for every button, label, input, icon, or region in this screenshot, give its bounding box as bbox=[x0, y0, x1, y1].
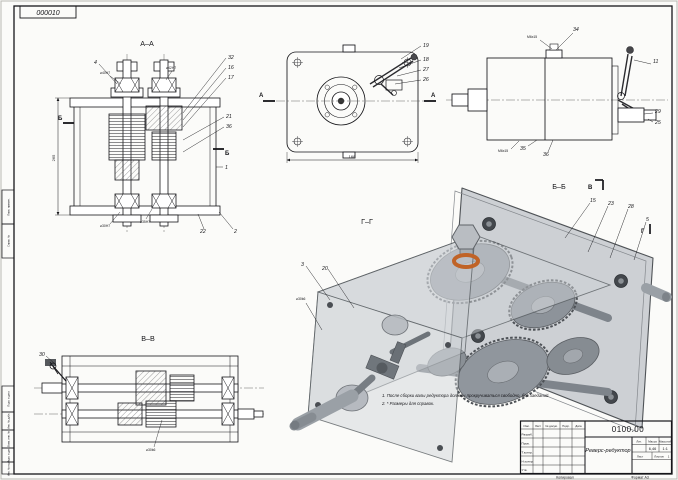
callout-16: 16 bbox=[228, 65, 234, 71]
callout-27: 27 bbox=[422, 67, 430, 73]
callout-25: 25 bbox=[654, 120, 661, 126]
output-shaft-front bbox=[289, 389, 359, 431]
section-a-right: А bbox=[431, 93, 436, 99]
tb-designation: 0100.00 bbox=[612, 425, 644, 434]
margin-label-invdubl: Инв. № дубл. bbox=[7, 413, 11, 429]
dim-shaft-iso: ⌀30k6 bbox=[296, 297, 306, 301]
view-isometric: Б–Б В Г–Г Г 15 23 28 5 3 20 ⌀30k6 bbox=[289, 179, 672, 463]
dim-shaft-vv: ⌀30k6 bbox=[146, 448, 156, 452]
margin-label-perv: Перв. примен. bbox=[7, 198, 11, 216]
callout-2: 2 bbox=[233, 229, 237, 235]
tb-sheets-header: Листов bbox=[654, 455, 664, 459]
margin-label-podp1: Подп. и дата bbox=[7, 391, 11, 407]
callout-35: 35 bbox=[520, 146, 526, 152]
note-line-2: 2. * Размеры для справок. bbox=[381, 401, 434, 406]
callout-20: 20 bbox=[321, 266, 328, 272]
callout-30: 30 bbox=[39, 352, 45, 358]
inventory-stamp: 000010 bbox=[36, 10, 59, 17]
callout-11: 11 bbox=[653, 59, 658, 65]
tb-row-prov: Пров. bbox=[522, 442, 530, 446]
tb-h-list: Лист bbox=[535, 424, 542, 428]
tb-lit-header: Лит. bbox=[636, 440, 642, 444]
tb-row-tkontr: Т.контр. bbox=[522, 451, 533, 455]
view-section-vv: В–В 30 ⌀30k6 bbox=[34, 334, 264, 452]
note-line-1: 1. После сборки валы редуктора должны пр… bbox=[382, 393, 550, 398]
tb-h-data: Дата bbox=[575, 424, 582, 428]
margin-label-vzam: Взам. инв. № bbox=[7, 431, 11, 447]
universal-joint-fork bbox=[348, 331, 431, 400]
view-bb-title: Б–Б bbox=[552, 182, 566, 191]
callout-17: 17 bbox=[228, 75, 235, 81]
callout-36: 36 bbox=[226, 124, 232, 130]
tb-h-doc: № докум. bbox=[545, 424, 558, 428]
callout-4: 4 bbox=[94, 60, 97, 66]
view-aa-title: А–А bbox=[140, 39, 154, 48]
margin-label-sprav: Справ. № bbox=[7, 235, 11, 247]
callout-5: 5 bbox=[646, 217, 649, 223]
dim-overall-height: 265 bbox=[51, 154, 56, 161]
callout-21: 21 bbox=[225, 114, 232, 120]
dim-flange-width: 168 bbox=[349, 154, 356, 159]
breather-plug bbox=[451, 224, 481, 269]
view-section-aa: А–А bbox=[51, 39, 237, 235]
tb-row-nkontr: Н.контр. bbox=[522, 460, 534, 464]
copper-ring bbox=[452, 253, 480, 269]
tb-row-utv: Утв. bbox=[522, 468, 528, 472]
technical-notes: 1. После сборки валы редуктора должны пр… bbox=[381, 393, 550, 406]
title-block: 0100.00 Реверс-редуктор Изм. Лист № доку… bbox=[519, 420, 673, 480]
copied-label: Копировал bbox=[556, 476, 574, 480]
section-b-right: Б bbox=[225, 151, 230, 157]
callout-29: 29 bbox=[654, 109, 661, 115]
view-gg-title: Г–Г bbox=[361, 217, 373, 226]
tb-part-name: Реверс-редуктор bbox=[585, 448, 630, 454]
dim-fit-2: ⌀42H7 bbox=[166, 66, 176, 70]
callout-36b: 36 bbox=[543, 152, 549, 158]
callout-1: 1 bbox=[225, 165, 228, 171]
callout-15: 15 bbox=[590, 198, 596, 204]
shaft-stub-rear bbox=[641, 283, 672, 302]
callout-34: 34 bbox=[573, 27, 579, 33]
tb-h-podp: Подп. bbox=[562, 424, 570, 428]
bolt-label-bottom: М6х15 bbox=[498, 149, 508, 153]
callout-26: 26 bbox=[422, 77, 429, 83]
margin-label-podp2: Подп. и дата bbox=[7, 447, 11, 463]
callout-19: 19 bbox=[423, 43, 429, 49]
tb-sheet-header: Лист bbox=[637, 455, 644, 459]
callout-3: 3 bbox=[301, 262, 304, 268]
section-a-left: А bbox=[259, 93, 264, 99]
marker-v: В bbox=[588, 185, 593, 191]
tb-sheets-value: 1 bbox=[668, 455, 670, 459]
section-b-left: Б bbox=[58, 116, 63, 122]
dim-fit-4: ⌀30H7 bbox=[100, 224, 110, 228]
callout-32: 32 bbox=[228, 55, 234, 61]
tb-h-izm: Изм. bbox=[524, 424, 530, 428]
view-front-flange: А А 19 18 27 26 168 bbox=[259, 43, 436, 163]
tb-row-razrab: Разраб. bbox=[522, 433, 533, 437]
callout-23: 23 bbox=[607, 201, 614, 207]
tb-scale-value: 1:1 bbox=[663, 447, 668, 451]
tb-mass-value: 6,46 bbox=[649, 447, 656, 451]
dim-fit-3: ⌀35H7 bbox=[140, 220, 150, 224]
margin-label-invpodl: Инв. № подл. bbox=[7, 460, 11, 476]
view-vv-title: В–В bbox=[141, 334, 155, 343]
tb-mass-header: Масса bbox=[648, 440, 657, 444]
view-side: 34 М6х15 11 29 25 35 36 М6х15 bbox=[446, 27, 668, 158]
margin-labels: Перв. примен. Справ. № Подп. и дата Инв.… bbox=[7, 198, 11, 476]
format-label: Формат A3 bbox=[631, 476, 649, 480]
dim-fit-1: ⌀40H7 bbox=[100, 71, 110, 75]
callout-18: 18 bbox=[423, 57, 429, 63]
callout-28: 28 bbox=[627, 204, 634, 210]
bolt-label-top: М6х15 bbox=[527, 35, 537, 39]
callout-22: 22 bbox=[199, 229, 206, 235]
tb-scale-header: Масштаб bbox=[659, 440, 672, 444]
